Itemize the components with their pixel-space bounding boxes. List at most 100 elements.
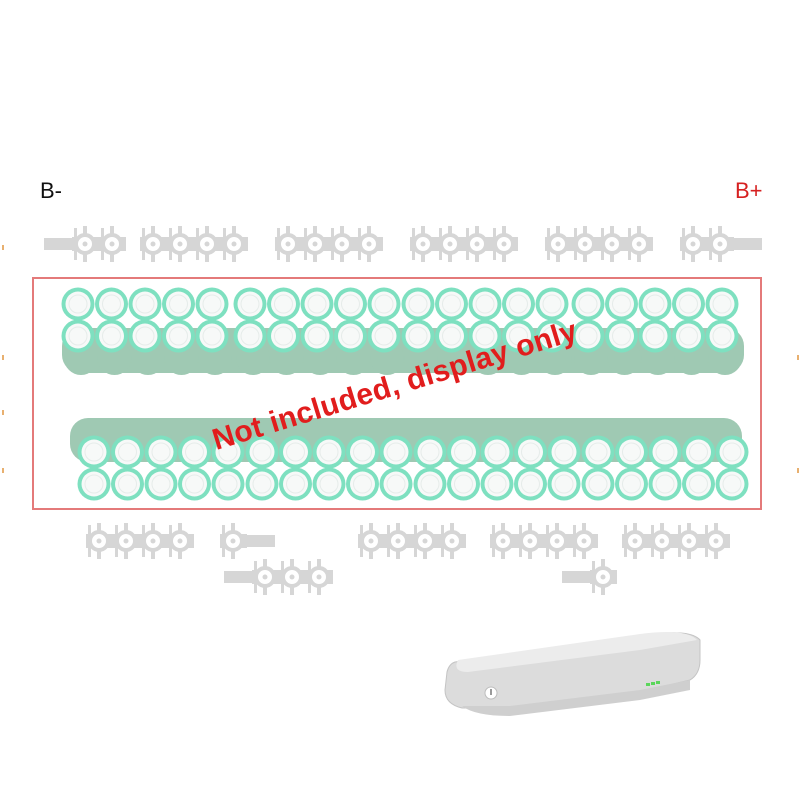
bottom-nickel-strips [86, 523, 730, 595]
battery-cell [705, 287, 739, 321]
battery-cell [401, 319, 438, 375]
battery-cell [480, 467, 514, 501]
battery-cell [447, 435, 480, 469]
battery-cell [95, 287, 128, 321]
battery-cell [211, 467, 245, 501]
battery-cell [267, 319, 304, 375]
nickel-strip [220, 523, 275, 559]
battery-cell [178, 435, 211, 469]
battery-cell [535, 287, 569, 321]
battery-cell [672, 287, 705, 321]
battery-cell [480, 435, 514, 469]
battery-cell [178, 467, 211, 501]
battery-cell [648, 467, 682, 501]
battery-cell [705, 319, 742, 375]
nickel-strip [358, 523, 466, 559]
battery-cell [144, 467, 178, 501]
battery-cell [195, 319, 232, 375]
battery-cell [605, 319, 642, 375]
battery-cell [334, 319, 371, 375]
power-button-mark [490, 689, 492, 695]
nickel-strip [490, 523, 598, 559]
edge-marker [797, 468, 799, 473]
top-nickel-strips [44, 226, 762, 262]
battery-cell [300, 287, 334, 321]
battery-cell [111, 467, 144, 501]
battery-cell [144, 435, 178, 469]
battery-cell [615, 467, 648, 501]
battery-cell [547, 435, 581, 469]
battery-cell [300, 319, 337, 375]
nickel-strip [562, 559, 617, 595]
battery-cell [245, 435, 279, 469]
battery-cell [379, 467, 413, 501]
battery-housing-top-face [456, 632, 697, 672]
battery-cell [571, 287, 605, 321]
battery-cell [195, 287, 229, 321]
battery-cell [514, 467, 547, 501]
battery-cell [162, 319, 199, 375]
battery-cell [715, 467, 749, 501]
battery-cell [672, 319, 709, 375]
nickel-strip [275, 226, 383, 262]
battery-cell [502, 319, 539, 375]
battery-cell [211, 435, 245, 469]
battery-cell [401, 287, 435, 321]
battery-cell [571, 319, 608, 375]
battery-cell [638, 319, 675, 375]
nickel-strip [680, 226, 762, 262]
edge-marker [2, 410, 4, 415]
nickel-strip [224, 559, 333, 595]
negative-terminal-label: B- [40, 178, 62, 203]
battery-cell [279, 435, 312, 469]
nickel-strip [410, 226, 518, 262]
battery-cell [581, 435, 615, 469]
battery-cell [468, 319, 505, 375]
battery-cell [468, 287, 502, 321]
battery-cell [279, 467, 312, 501]
battery-cell [715, 435, 749, 469]
edge-marker [797, 355, 799, 360]
battery-cell [413, 467, 447, 501]
charge-indicator [646, 681, 660, 686]
battery-housing-side-face [462, 680, 690, 716]
nickel-strip [140, 226, 248, 262]
battery-cell [682, 467, 715, 501]
edge-marker [2, 355, 4, 360]
nickel-strip [86, 523, 194, 559]
positive-terminal-label: B+ [735, 178, 763, 203]
battery-cell [346, 435, 379, 469]
battery-cell [162, 287, 195, 321]
nickel-strip [622, 523, 730, 559]
battery-cell [77, 435, 111, 469]
battery-cell [435, 319, 472, 375]
battery-cell [648, 435, 682, 469]
upper-cell-rows [61, 287, 744, 375]
battery-cell [128, 319, 165, 375]
lower-cell-rows [70, 418, 749, 501]
battery-cell [514, 435, 547, 469]
battery-cell [379, 435, 413, 469]
battery-cell [77, 467, 111, 501]
battery-pack-frame [32, 277, 762, 510]
battery-cell [61, 287, 95, 321]
nickel-strip [545, 226, 653, 262]
battery-cell [605, 287, 638, 321]
battery-cell [367, 319, 404, 375]
edge-marker [2, 468, 4, 473]
battery-cell [615, 435, 648, 469]
edge-marker [2, 245, 4, 250]
battery-cell [435, 287, 468, 321]
battery-cell [267, 287, 300, 321]
battery-cell [581, 467, 615, 501]
battery-cell [367, 287, 401, 321]
battery-cell [502, 287, 535, 321]
battery-cell [312, 435, 346, 469]
battery-cell [233, 319, 270, 375]
battery-cell [682, 435, 715, 469]
battery-cell [535, 319, 572, 375]
battery-cell [312, 467, 346, 501]
battery-cell [95, 319, 132, 375]
battery-cell [61, 319, 98, 375]
